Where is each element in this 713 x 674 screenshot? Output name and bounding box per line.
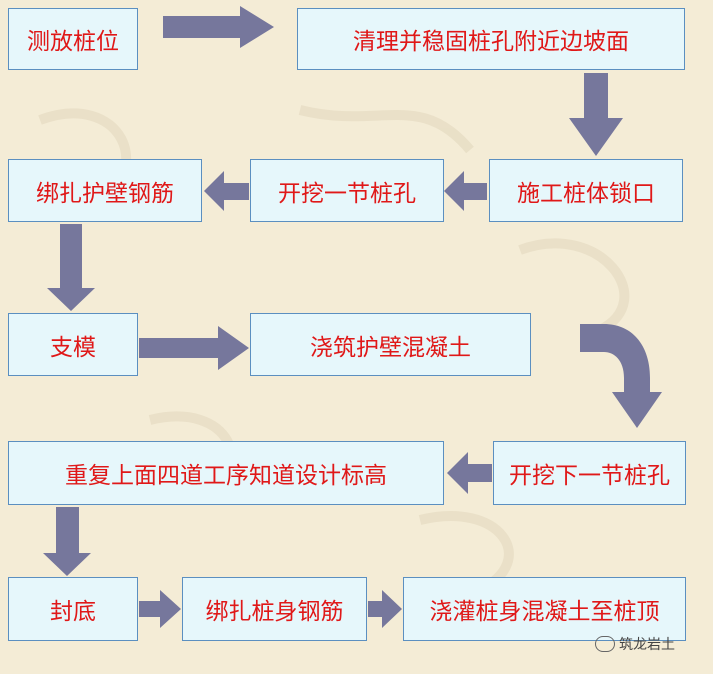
arrow-right-icon xyxy=(163,6,274,48)
arrow-left-icon xyxy=(444,171,487,211)
arrow-down-icon xyxy=(569,73,623,156)
arrow-down-icon xyxy=(43,507,91,576)
step-seal-bottom: 封底 xyxy=(8,577,138,641)
step-clean-slope: 清理并稳固桩孔附近边坡面 xyxy=(297,8,685,70)
watermark-text: 筑龙岩土 xyxy=(619,637,675,653)
step-formwork: 支模 xyxy=(8,313,138,376)
step-measure-pile-position: 测放桩位 xyxy=(8,8,138,70)
watermark: 筑龙岩土 xyxy=(595,634,675,654)
arrow-right-icon xyxy=(139,590,181,628)
step-lock-opening: 施工桩体锁口 xyxy=(489,159,683,222)
step-repeat-to-design-elevation: 重复上面四道工序知道设计标高 xyxy=(8,441,444,505)
step-excavate-section: 开挖一节桩孔 xyxy=(250,159,444,222)
arrow-right-icon xyxy=(139,326,249,370)
arrow-left-icon xyxy=(204,171,249,211)
step-tie-wall-rebar: 绑扎护壁钢筋 xyxy=(8,159,202,222)
step-pour-pile-concrete: 浇灌桩身混凝土至桩顶 xyxy=(403,577,686,641)
chat-icon xyxy=(595,636,615,652)
arrow-right-icon xyxy=(368,590,402,628)
curved-arrow-icon xyxy=(580,324,662,428)
arrow-left-icon xyxy=(447,452,492,494)
step-tie-pile-rebar: 绑扎桩身钢筋 xyxy=(182,577,367,641)
arrow-down-icon xyxy=(47,224,95,311)
step-excavate-next-section: 开挖下一节桩孔 xyxy=(493,441,686,505)
step-pour-wall-concrete: 浇筑护壁混凝土 xyxy=(250,313,531,376)
